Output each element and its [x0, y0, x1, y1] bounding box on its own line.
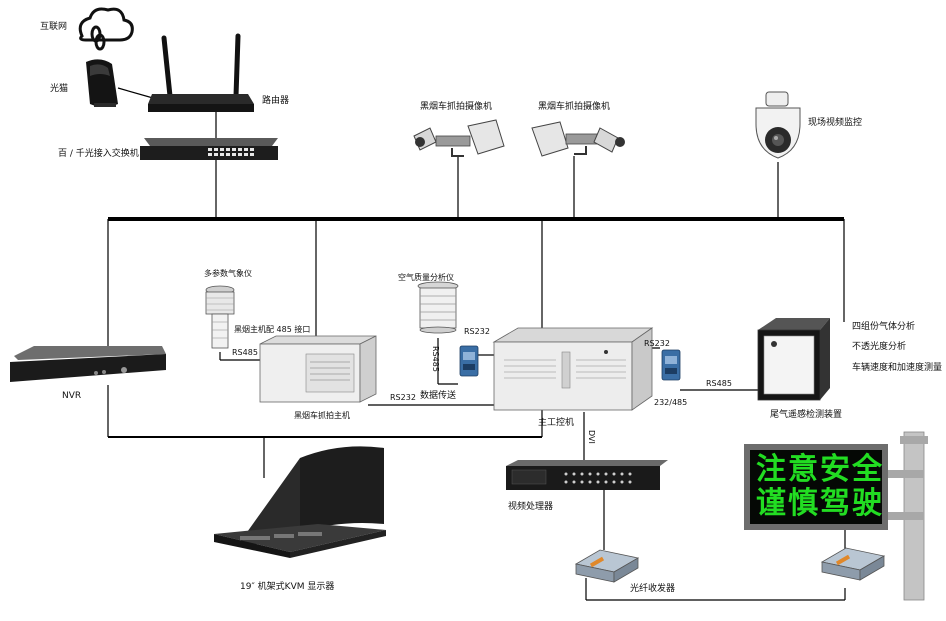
camera-right-label: 黑烟车抓拍摄像机 — [538, 102, 611, 112]
rs232-air-label: RS232 — [464, 327, 490, 336]
exhaust-device-label: 尾气遥感检测装置 — [770, 410, 843, 420]
host-485-label: 黑烟主机配 485 接口 — [234, 325, 311, 334]
switch-label: 百 / 千光接入交换机 — [58, 149, 139, 159]
air-analyzer-label: 空气质量分析仪 — [398, 273, 454, 282]
internet-label: 互联网 — [40, 22, 68, 32]
main-pc-label: 主工控机 — [538, 418, 575, 428]
led-line-1: 注意安全 — [756, 452, 884, 487]
fiber-transceiver-left — [574, 549, 640, 583]
video-processor-label: 视频处理器 — [508, 502, 554, 512]
blackcar-host-device — [259, 335, 377, 403]
led-line-2: 谨慎驾驶 — [756, 486, 884, 521]
rs232-exhaust-label: RS232 — [644, 339, 670, 348]
cloud-icon — [78, 7, 134, 51]
serial-converter-left — [459, 345, 479, 377]
switch-icon — [140, 138, 278, 160]
rs485-exhaust-label: RS485 — [706, 379, 732, 388]
wiring — [107, 87, 846, 601]
rs485-vertical-label: RS485 — [431, 346, 440, 372]
modem-label: 光猫 — [50, 84, 69, 94]
rs485-weather-label: RS485 — [232, 348, 258, 357]
router-icon — [148, 33, 254, 112]
data-transfer-label: 数据传送 — [420, 391, 457, 401]
air-analyzer-icon — [417, 281, 459, 334]
weather-station-icon — [205, 285, 235, 349]
r232-485-label: 232/485 — [654, 398, 688, 407]
serial-converter-right — [661, 349, 681, 381]
speed-measure-label: 车辆速度和加速度测量 — [852, 363, 943, 373]
kvm-console-device — [214, 446, 386, 558]
main-pc-device — [492, 327, 654, 411]
dvi-label: DVI — [587, 430, 596, 444]
camera-left-label: 黑烟车抓拍摄像机 — [420, 102, 493, 112]
fiber-transceiver-right — [820, 547, 886, 581]
gas-analysis-label: 四组份气体分析 — [852, 322, 916, 332]
exhaust-detector-device — [757, 318, 830, 401]
camera-icon — [531, 121, 625, 157]
camera-icon — [413, 119, 505, 157]
nvr-label: NVR — [62, 391, 82, 401]
blackcar-host-label: 黑烟车抓拍主机 — [294, 411, 350, 420]
modem-icon — [86, 59, 118, 107]
weather-label: 多参数气象仪 — [204, 269, 252, 278]
dome-camera-icon — [755, 91, 801, 159]
nvr-device — [10, 346, 166, 382]
opacity-analysis-label: 不透光度分析 — [852, 342, 907, 352]
router-label: 路由器 — [262, 96, 290, 106]
rs232-host-label: RS232 — [390, 393, 416, 402]
video-processor-device — [506, 460, 668, 490]
kvm-label: 19″ 机架式KVM 显示器 — [240, 582, 335, 592]
led-sign-device — [744, 431, 928, 601]
dome-label: 现场视频监控 — [808, 118, 863, 128]
fiber-transceiver-label: 光纤收发器 — [630, 584, 676, 594]
